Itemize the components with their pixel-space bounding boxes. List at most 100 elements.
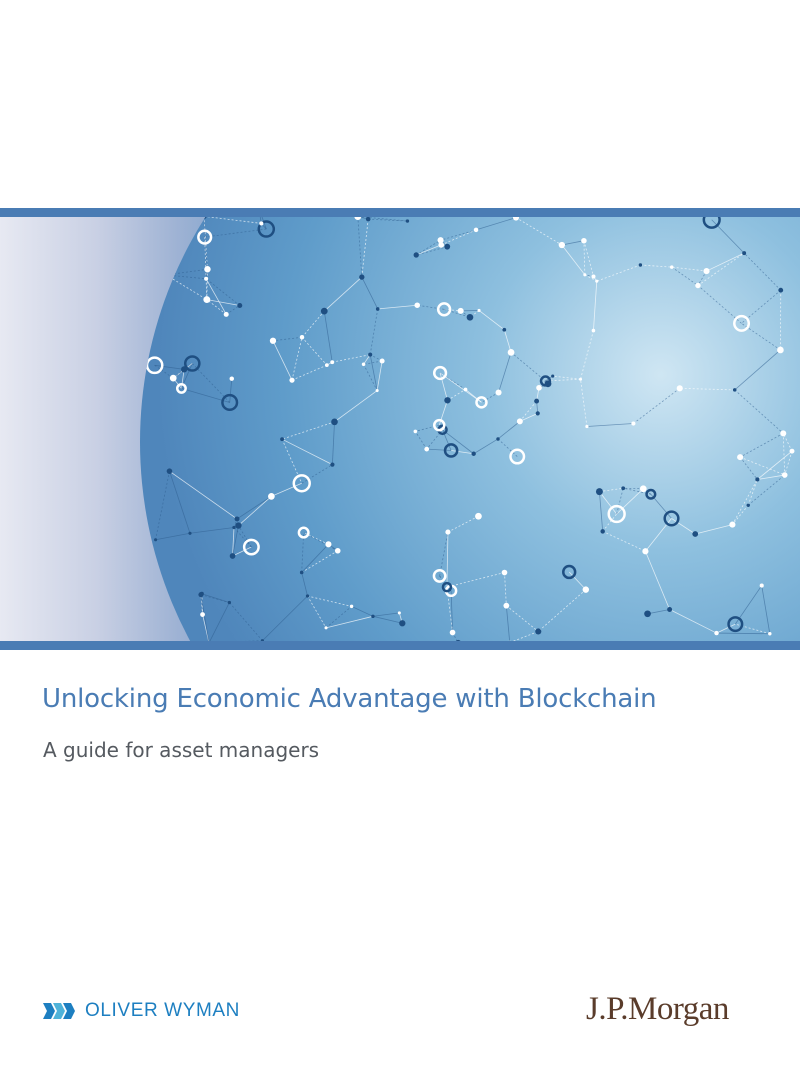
- network-node: [200, 612, 205, 617]
- network-node: [325, 541, 332, 548]
- network-link: [272, 336, 303, 342]
- network-node: [330, 462, 335, 467]
- network-link: [361, 219, 369, 278]
- network-node: [259, 221, 264, 226]
- network-link: [616, 488, 644, 515]
- network-node: [645, 488, 657, 500]
- network-link: [478, 310, 505, 331]
- network-link: [447, 515, 479, 533]
- network-node: [375, 388, 379, 393]
- network-node: [457, 307, 464, 314]
- network-link: [761, 585, 771, 634]
- network-node: [703, 268, 710, 275]
- network-node: [727, 616, 744, 633]
- network-node: [578, 377, 583, 381]
- network-node: [732, 388, 737, 392]
- network-node: [176, 382, 187, 394]
- network-node: [607, 504, 626, 524]
- network-node: [562, 564, 577, 580]
- network-link: [545, 378, 581, 382]
- network-node: [359, 274, 365, 280]
- network-node: [204, 266, 211, 273]
- network-link: [232, 525, 239, 557]
- network-link: [757, 474, 785, 480]
- network-node: [445, 529, 451, 535]
- network-link: [272, 340, 293, 381]
- network-node: [354, 217, 362, 220]
- network-link: [301, 550, 338, 573]
- network-node: [183, 355, 201, 372]
- network-link: [166, 274, 207, 280]
- network-node: [759, 583, 764, 588]
- network-link: [426, 448, 452, 451]
- network-node: [471, 451, 476, 456]
- network-link: [169, 471, 191, 534]
- network-link: [258, 217, 267, 230]
- network-link: [166, 268, 208, 276]
- network-link: [504, 572, 507, 606]
- network-node: [746, 503, 750, 507]
- network-link: [351, 606, 374, 617]
- network-node: [676, 385, 683, 392]
- network-node: [600, 529, 605, 534]
- network-node: [778, 287, 784, 293]
- network-node: [305, 594, 310, 598]
- network-node: [320, 307, 328, 315]
- network-link: [503, 329, 512, 353]
- network-node: [463, 387, 468, 392]
- network-link: [225, 305, 240, 315]
- network-link: [446, 532, 449, 588]
- network-node: [242, 538, 260, 556]
- network-link: [561, 244, 586, 276]
- network-link: [645, 551, 670, 610]
- network-link: [695, 524, 733, 535]
- network-node: [365, 217, 371, 222]
- network-node: [729, 521, 736, 528]
- network-link: [372, 612, 400, 617]
- network-link: [447, 389, 466, 401]
- network-node: [260, 639, 264, 641]
- network-link: [561, 240, 584, 246]
- network-node: [437, 237, 444, 244]
- network-node: [234, 516, 240, 522]
- network-link: [205, 278, 208, 300]
- network-node: [496, 437, 500, 441]
- network-node: [181, 366, 188, 373]
- network-link: [498, 352, 512, 393]
- network-node: [466, 313, 474, 321]
- network-link: [505, 605, 511, 641]
- network-node: [399, 620, 406, 627]
- network-link: [552, 375, 581, 380]
- network-node: [449, 629, 456, 636]
- network-link: [747, 479, 758, 506]
- network-link: [301, 310, 325, 338]
- network-node: [583, 273, 587, 277]
- network-link: [586, 423, 634, 427]
- network-link: [238, 496, 272, 526]
- network-link: [671, 266, 707, 272]
- network-link: [208, 602, 230, 641]
- network-link: [583, 240, 586, 275]
- network-link: [169, 470, 238, 520]
- network-node: [297, 526, 310, 539]
- network-node: [702, 217, 721, 229]
- network-link: [515, 217, 563, 246]
- network-node: [368, 352, 373, 357]
- network-node: [513, 217, 519, 221]
- network-link: [439, 372, 482, 403]
- network-link: [732, 479, 758, 525]
- network-link: [538, 589, 587, 632]
- network-link: [233, 527, 252, 548]
- network-node: [371, 614, 375, 619]
- network-link: [640, 264, 672, 268]
- network-link: [473, 438, 499, 455]
- network-link: [203, 217, 208, 270]
- network-link: [697, 252, 745, 286]
- network-link: [192, 363, 230, 403]
- network-node: [436, 302, 452, 317]
- network-node: [280, 437, 285, 442]
- network-link: [369, 354, 378, 391]
- network-link: [697, 270, 707, 286]
- network-globe-graphic: [140, 217, 800, 641]
- network-node: [166, 468, 173, 474]
